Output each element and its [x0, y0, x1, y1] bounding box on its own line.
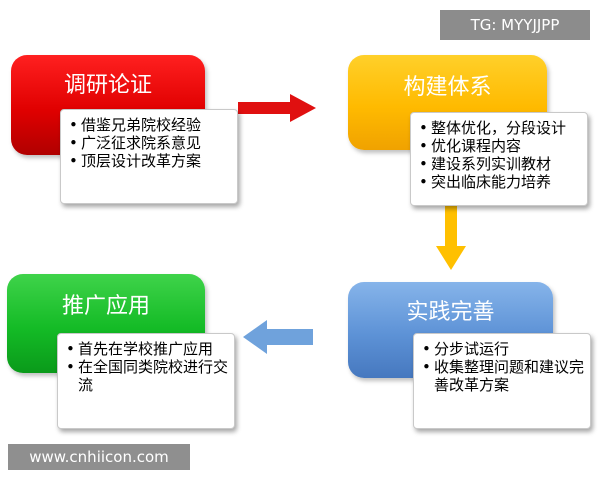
stage-promote-card: 首先在学校推广应用 在全国同类院校进行交流 [57, 333, 235, 429]
arrow-left-shape [243, 320, 313, 354]
stage-research-title: 调研论证 [63, 73, 152, 98]
list-item: 优化课程内容 [419, 137, 581, 155]
stage-promote-title: 推广应用 [61, 294, 150, 319]
arrow-right-shape [238, 94, 316, 122]
stage-research-card: 借鉴兄弟院校经验 广泛征求院系意见 顶层设计改革方案 [60, 109, 238, 204]
list-item: 广泛征求院系意见 [69, 134, 231, 152]
list-item: 建设系列实训教材 [419, 155, 581, 173]
stage-practice-card: 分步试运行 收集整理问题和建议完善改革方案 [413, 333, 591, 429]
list-item: 突出临床能力培养 [419, 173, 581, 191]
site-watermark: www.cnhiicon.com [8, 444, 190, 470]
list-item: 分步试运行 [422, 340, 584, 358]
stage-build-card: 整体优化，分段设计 优化课程内容 建设系列实训教材 突出临床能力培养 [410, 112, 588, 206]
list-item: 顶层设计改革方案 [69, 152, 231, 170]
arrow-down-shape [436, 206, 466, 270]
list-item: 借鉴兄弟院校经验 [69, 116, 231, 134]
tg-watermark-tag: TG: MYYJJPP [440, 10, 590, 40]
arrow-build-to-practice [436, 206, 466, 270]
stage-practice-title: 实践完善 [406, 300, 495, 325]
list-item: 在全国同类院校进行交流 [66, 358, 228, 394]
list-item: 收集整理问题和建议完善改革方案 [422, 358, 584, 394]
arrow-practice-to-promote [243, 320, 313, 354]
list-item: 首先在学校推广应用 [66, 340, 228, 358]
arrow-research-to-build [238, 94, 316, 122]
stage-build-title: 构建体系 [403, 75, 492, 100]
list-item: 整体优化，分段设计 [419, 119, 581, 137]
